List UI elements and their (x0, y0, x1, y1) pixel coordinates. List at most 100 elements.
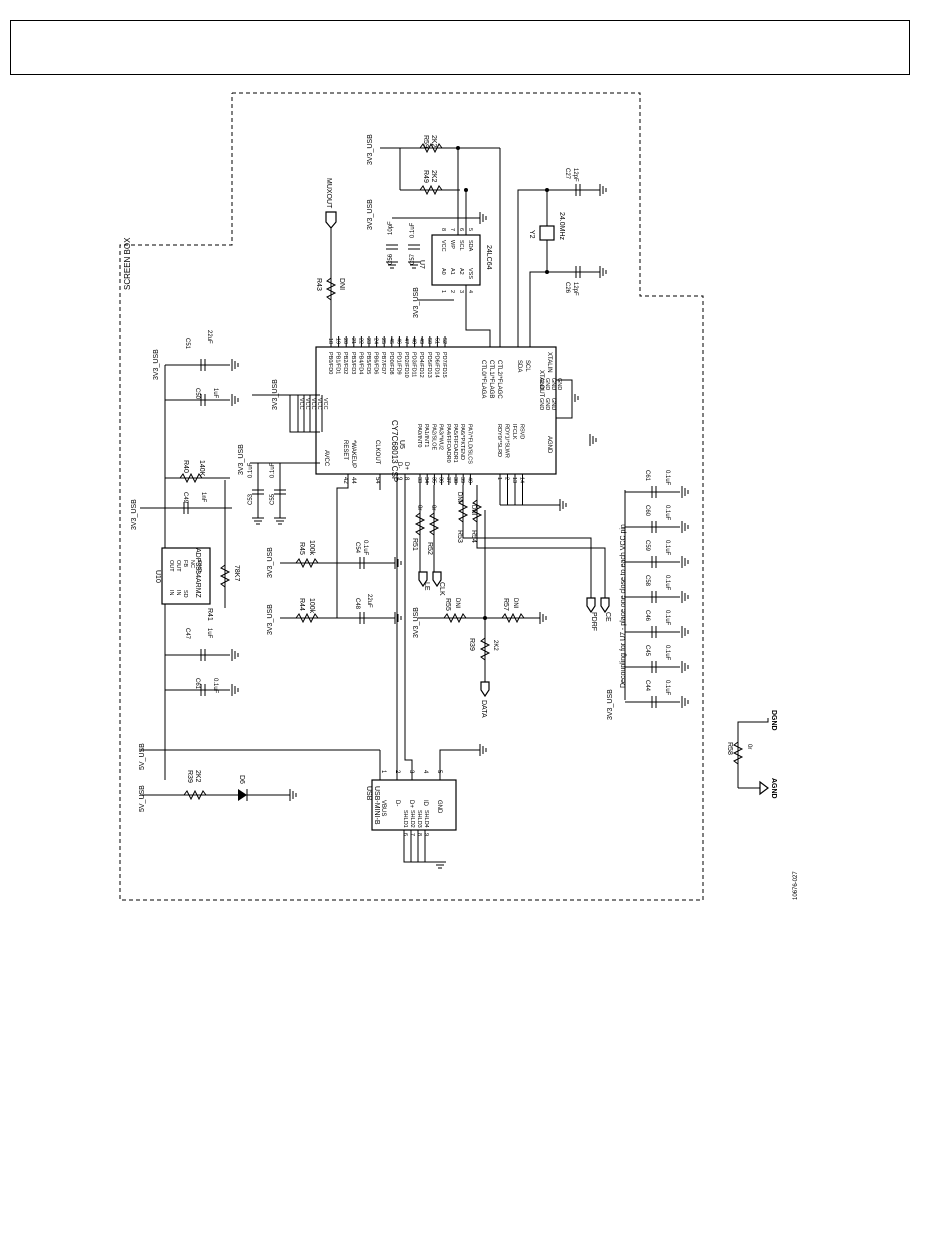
u5-pin54: 54 (374, 477, 380, 484)
r58-zig (732, 741, 744, 765)
u5-part: CY7C68013 CSP (390, 420, 399, 482)
pdrf-port (586, 597, 596, 614)
r57-zig (501, 612, 525, 624)
u5-xtalin: XTALIN (546, 352, 552, 373)
led-net: 5V_USB (139, 785, 146, 812)
u5-port-pin: PD6/FD14 (433, 352, 439, 378)
capacitor-icon (575, 184, 581, 196)
u5-ctl2: CTL2/*FLAGC (496, 360, 502, 399)
u5-pin-number: 20 (342, 338, 348, 344)
u5-pa-pin: PA4/FIFOADR0 (445, 424, 451, 463)
screen-box-outline (119, 92, 704, 901)
u5-pin8: 8 (403, 477, 409, 481)
u5-pa-pins: PA0/INT033PA1/INT134PA2/SLOE35PA3/*WU236… (416, 424, 472, 485)
usb-shield-pin: SHLD2 (409, 810, 415, 828)
r58-val: 0r (746, 744, 752, 749)
u5-scl: SCL (524, 360, 530, 372)
ground-icon (231, 359, 239, 371)
ground-icon (681, 521, 689, 533)
u5-port-pin: PD7/FD15 (441, 352, 447, 378)
r43-val: DNI (338, 278, 345, 290)
usb-shield-pin: SHLD3 (416, 810, 422, 828)
ground-icon (394, 612, 402, 624)
u10-pin: FB (182, 560, 188, 567)
node-scl (456, 146, 460, 150)
u5-pin-number: 47 (403, 338, 409, 344)
ground-icon (571, 392, 579, 404)
u5-port-pin: PB0/FD0 (327, 352, 333, 374)
u7-a-net: 3V3_USB (413, 287, 420, 318)
c52-ref: C53 (248, 493, 254, 505)
r51-val: 0r (416, 505, 422, 510)
ground-icon (479, 744, 487, 756)
u7-part: 24LC64 (485, 245, 492, 270)
usb-pin: ID (422, 800, 428, 807)
r40-zig (179, 472, 203, 484)
u5-clkout: CLKOUT (374, 440, 380, 465)
u5-pin-number: 51 (433, 338, 439, 344)
c47-val: 0.1uF (212, 678, 218, 694)
u10-part: ADP3334ARMZ (194, 548, 201, 599)
ground-icon (252, 517, 264, 525)
u5-port-pin: PB5/FD5 (365, 352, 371, 374)
u5-pa-pin: PA3/*WU2 (438, 424, 444, 450)
u5-port-pin: PD1/FD9 (395, 352, 401, 375)
u7-pin-number: 4 (467, 290, 473, 293)
ground-symbols (183, 184, 607, 869)
u5-reset: RESET (342, 440, 348, 460)
u5-pin-number: 36 (438, 477, 444, 483)
r54-ref: R54 (470, 530, 477, 543)
u5-vcc-pin: VCC (304, 398, 310, 410)
decoupling-cap-value: 0.1uF (664, 645, 670, 661)
u5-pa-pin: PA6/*PKTEND (459, 424, 465, 460)
u5-port-pin: PD5/FD13 (426, 352, 432, 378)
usb-pins: VBUS1D-2D+3ID4GND5SHLD16SHLD27SHLD38SHLD… (380, 770, 442, 862)
c53-val: 0.1uF (270, 462, 276, 478)
u5-dminus: D- (396, 462, 402, 468)
u5-port-pin: PB7/FD7 (380, 352, 386, 374)
capacitor-icon (651, 696, 657, 708)
u5-gnd-pin: GND (538, 398, 544, 410)
ground-icon (681, 661, 689, 673)
dplus-wire (404, 474, 413, 780)
clk-port (432, 571, 442, 588)
usb-gnd-wire (439, 749, 480, 780)
u5-pin-number: 14 (519, 477, 525, 483)
r51-ref: R51 (411, 538, 418, 551)
r55-zig (443, 612, 467, 624)
c27-val: 12pF (572, 168, 578, 182)
pa-resistors (414, 485, 606, 598)
u7-pin: WP (449, 240, 455, 249)
r43-ref: R43 (315, 278, 322, 291)
r45-net: 3V3_USB (267, 547, 274, 578)
u10-pin: NC (189, 560, 195, 568)
u5-top-pins: PB0/FD018PB1/FD119PB2/FD220PB3/FD321PB4/… (327, 338, 447, 378)
u5-pin-number: 21 (350, 338, 356, 344)
r41-val: 78K7 (233, 565, 240, 581)
u7-pin-number: 5 (467, 228, 473, 231)
u5-avcc: AVCC (323, 450, 329, 467)
clk-label: CLK (438, 582, 445, 596)
v33-input-net: 3V3_USB (131, 499, 138, 530)
capacitor-icon (200, 684, 206, 696)
c55-val: 0.1uF (362, 540, 368, 556)
u5-pin-number: 35 (430, 477, 436, 483)
u5-ref: U5 (398, 440, 405, 449)
muxout-label: MUXOUT (325, 178, 332, 209)
r44-net: 3V3_USB (267, 604, 274, 635)
u5-pin-number: 37 (445, 477, 451, 483)
u5-rdy-pin: IFCLK (511, 424, 517, 440)
r41-ref: R41 (206, 608, 213, 621)
u5-vcc-bus (289, 395, 320, 433)
u5-pin-number: 49 (418, 338, 424, 344)
resistor-icon (471, 499, 483, 523)
capacitor-icon (651, 556, 657, 568)
u10-pin: IN (168, 590, 174, 596)
u7-ref: U7 (418, 260, 425, 269)
u5-rdy-pin: RDY0/*SLRD (496, 424, 502, 457)
shield-gnd (403, 830, 440, 863)
u5-pin-number: 22 (357, 338, 363, 344)
ground-icon (231, 394, 239, 406)
c57-ref: C57 (410, 253, 416, 265)
